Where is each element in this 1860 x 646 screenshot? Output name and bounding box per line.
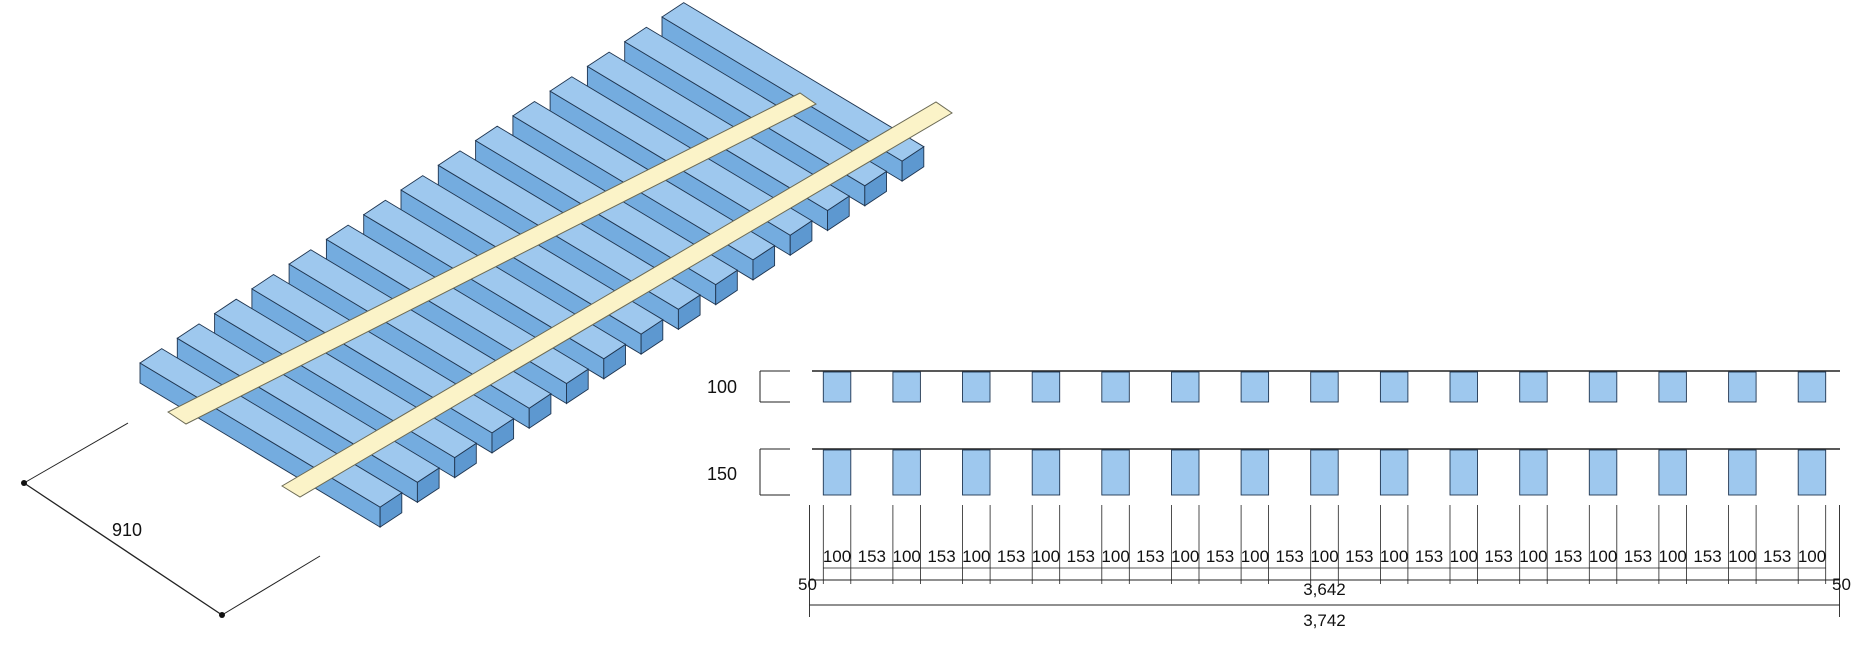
- section-height-label: 100: [707, 377, 737, 397]
- elev-joist-100: [962, 371, 991, 403]
- elev-joist-100: [1588, 371, 1618, 403]
- elev-joist-100: [892, 371, 921, 403]
- spacing-label: 153: [1345, 547, 1373, 566]
- isometric-view: 910: [21, 2, 953, 618]
- elev-joist-100: [1031, 371, 1061, 403]
- section-height-label: 150: [707, 464, 737, 484]
- elev-joist-100: [1728, 371, 1757, 403]
- elev-joist-150: [1240, 449, 1270, 496]
- spacing-label: 100: [893, 547, 921, 566]
- elev-joist-100: [822, 371, 852, 403]
- spacing-label: 153: [1763, 547, 1791, 566]
- edge-offset-left: 50: [798, 575, 817, 594]
- spacing-label: 153: [1554, 547, 1582, 566]
- spacing-label: 100: [1728, 547, 1756, 566]
- spacing-label: 100: [962, 547, 990, 566]
- elev-joist-100: [1449, 371, 1478, 403]
- elevation-section-100: 100: [707, 370, 1840, 403]
- elev-joist-150: [962, 449, 991, 496]
- edge-offset-right: 50: [1832, 575, 1851, 594]
- spacing-label: 100: [823, 547, 851, 566]
- elev-joist-100: [1797, 371, 1827, 403]
- spacing-label: 153: [1136, 547, 1164, 566]
- spacing-dimensions: 100 153 100 153 100 153 100 153 100 153 100 153 100 1…: [798, 505, 1851, 630]
- width-dimension: 910: [21, 422, 321, 618]
- spacing-label: 100: [1171, 547, 1199, 566]
- elev-joist-150: [1031, 449, 1061, 496]
- elev-joist-150: [822, 449, 852, 496]
- spacing-label: 100: [1450, 547, 1478, 566]
- spacing-label: 100: [1101, 547, 1129, 566]
- spacing-label: 100: [1519, 547, 1547, 566]
- spacing-label: 100: [1310, 547, 1338, 566]
- elev-joist-100: [1310, 371, 1339, 403]
- spacing-label: 100: [1380, 547, 1408, 566]
- spacing-label: 100: [1589, 547, 1617, 566]
- spacing-label: 153: [1067, 547, 1095, 566]
- iso-support-strip: [281, 101, 953, 498]
- elev-joist-150: [1379, 449, 1409, 496]
- elev-joist-100: [1658, 371, 1687, 403]
- spacing-label: 100: [1798, 547, 1826, 566]
- elev-joist-150: [1171, 449, 1200, 496]
- elev-joist-100: [1101, 371, 1130, 403]
- elev-joist-100: [1171, 371, 1200, 403]
- elev-joist-150: [892, 449, 921, 496]
- elev-joist-150: [1658, 449, 1687, 496]
- elev-joist-150: [1588, 449, 1618, 496]
- spacing-label: 100: [1241, 547, 1269, 566]
- spacing-label: 100: [1032, 547, 1060, 566]
- elev-joist-150: [1310, 449, 1339, 496]
- elevation-section-150: 150: [707, 448, 1840, 496]
- spacing-label: 153: [1415, 547, 1443, 566]
- inner-total-length: 3,642: [1303, 580, 1346, 599]
- elev-joist-100: [1240, 371, 1270, 403]
- elev-joist-150: [1797, 449, 1827, 496]
- iso-joist: [661, 2, 925, 182]
- spacing-label: 153: [1484, 547, 1512, 566]
- elev-joist-150: [1101, 449, 1130, 496]
- elev-joist-150: [1728, 449, 1757, 496]
- spacing-label: 100: [1659, 547, 1687, 566]
- spacing-label: 153: [997, 547, 1025, 566]
- width-label: 910: [112, 520, 142, 540]
- spacing-label: 153: [858, 547, 886, 566]
- spacing-label: 153: [1206, 547, 1234, 566]
- elev-joist-150: [1449, 449, 1478, 496]
- spacing-label: 153: [1693, 547, 1721, 566]
- iso-support-strip: [167, 92, 817, 425]
- spacing-label: 153: [1276, 547, 1304, 566]
- outer-total-length: 3,742: [1303, 611, 1346, 630]
- elev-joist-100: [1379, 371, 1409, 403]
- spacing-label: 153: [927, 547, 955, 566]
- elev-joist-100: [1519, 371, 1548, 403]
- elev-joist-150: [1519, 449, 1548, 496]
- spacing-label: 153: [1624, 547, 1652, 566]
